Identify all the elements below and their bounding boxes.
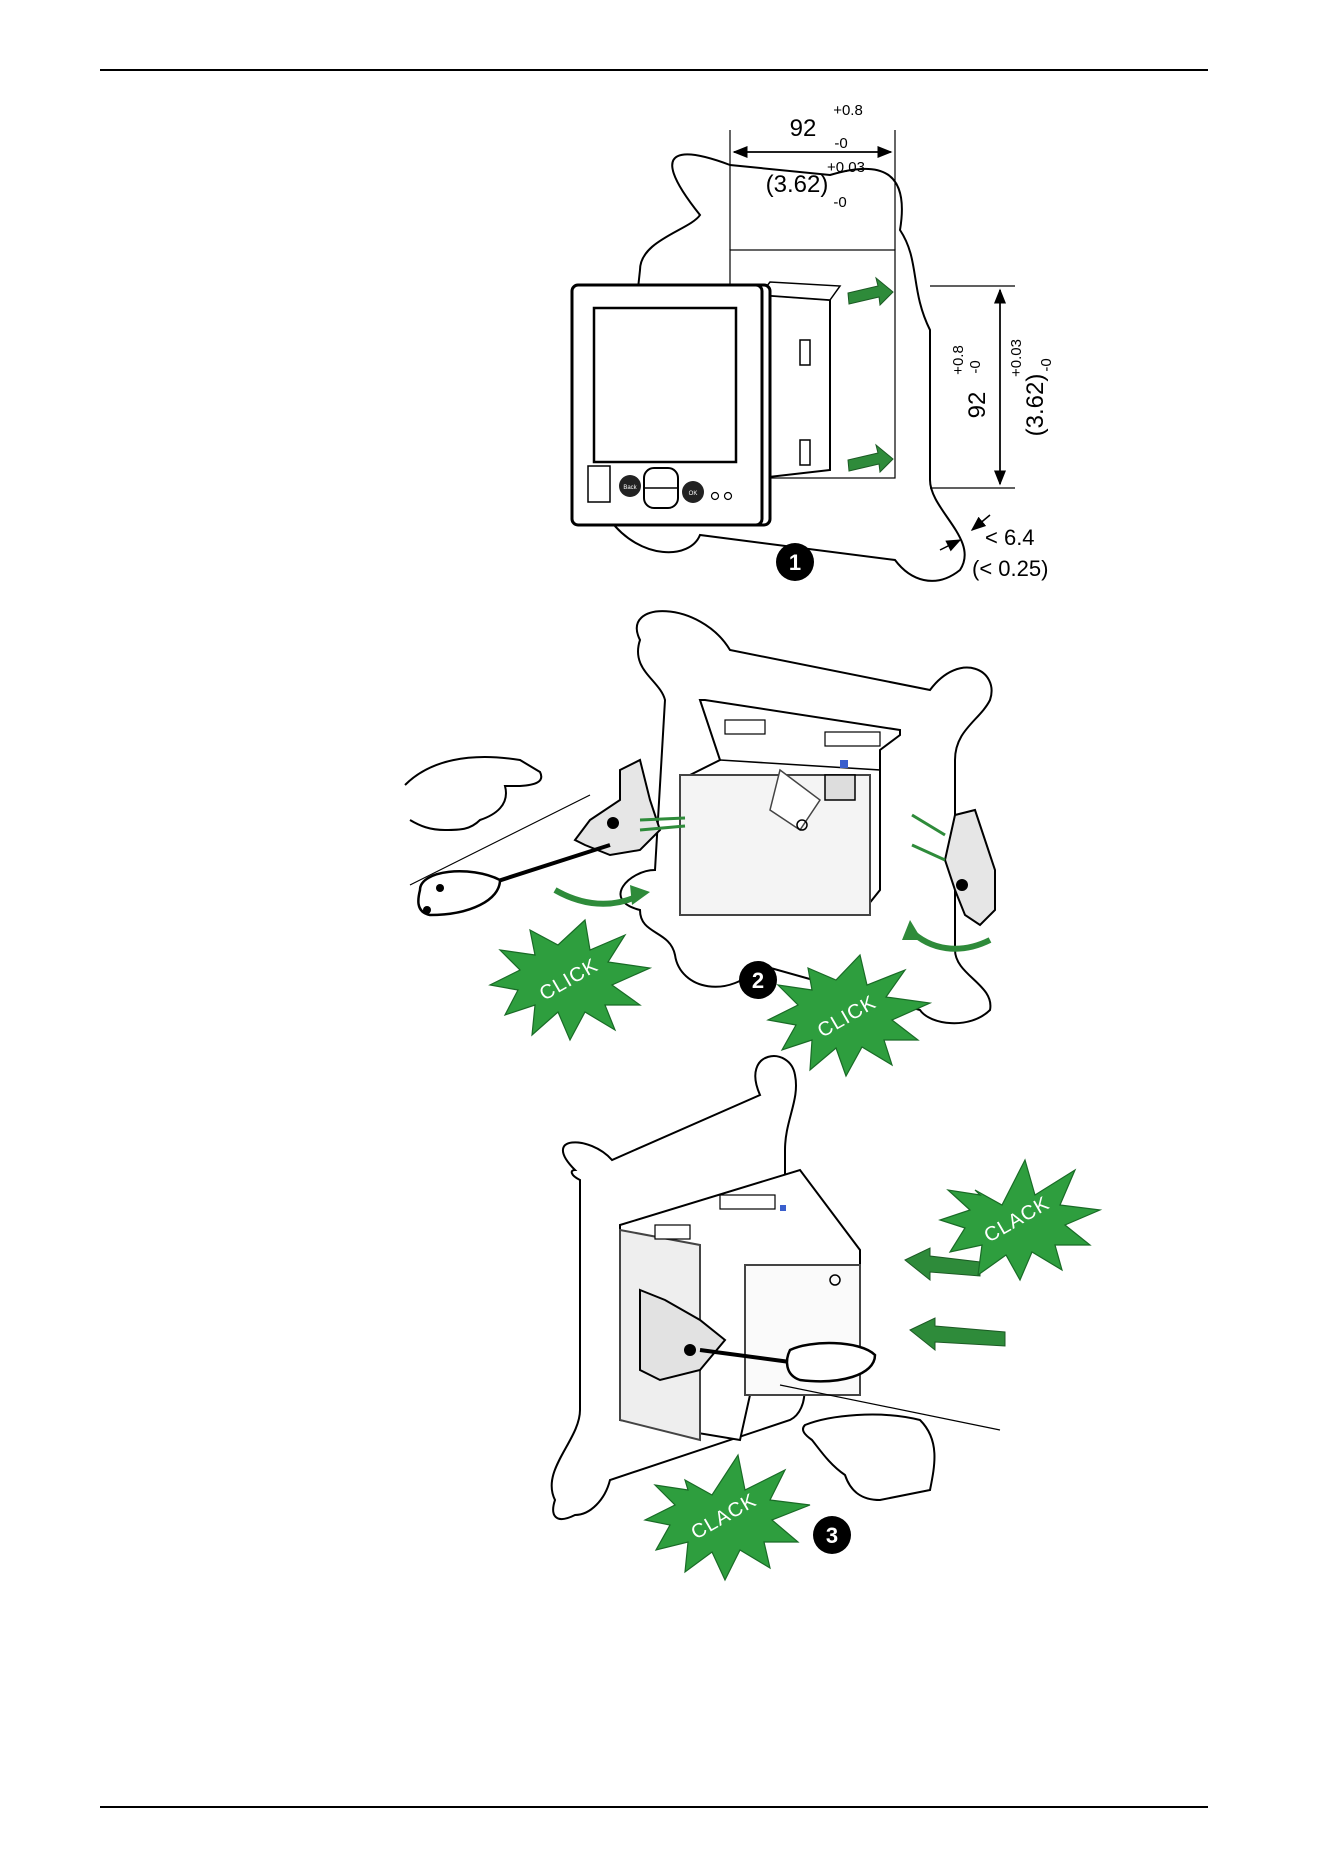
back-button-label: Back — [623, 485, 637, 491]
ok-button-label: OK — [689, 491, 698, 497]
blue-marker — [780, 1205, 786, 1211]
step-2-meter-body — [680, 700, 900, 915]
step-1-number: 1 — [789, 550, 801, 575]
thickness-in-value: (< 0.25) — [972, 556, 1048, 581]
width-mm-tol-minus: -0 — [834, 135, 847, 152]
width-in-tol-plus: +0.03 — [827, 159, 865, 176]
step-2-number: 2 — [752, 968, 764, 993]
step-2-badge: 2 — [739, 961, 777, 999]
height-in-tol-plus: +0.03 — [1008, 339, 1025, 377]
step-1-height-dimension: 92 +0.8 -0 (3.62) +0.03 -0 — [930, 286, 1055, 488]
height-mm-value: 92 — [964, 392, 991, 419]
step-3-number: 3 — [826, 1523, 838, 1548]
thickness-mm-value: < 6.4 — [985, 525, 1035, 550]
height-mm-tol-minus: -0 — [967, 360, 984, 373]
width-in-value: (3.62) — [766, 171, 829, 198]
height-in-value: (3.62) — [1022, 374, 1049, 437]
width-in-tol-minus: -0 — [833, 194, 846, 211]
step-2-click-burst-left: CLICK — [490, 920, 650, 1040]
width-mm-value: 92 — [790, 115, 817, 142]
blue-marker — [840, 760, 848, 768]
step-1-badge: 1 — [776, 543, 814, 581]
step-2-hand — [405, 757, 541, 830]
step-3-clack-burst-bottom: CLACK — [645, 1455, 810, 1580]
height-in-tol-minus: -0 — [1038, 358, 1055, 371]
step-3-badge: 3 — [813, 1516, 851, 1554]
height-mm-tol-plus: +0.8 — [950, 345, 967, 375]
step-3-hand — [803, 1415, 934, 1500]
width-mm-tol-plus: +0.8 — [833, 102, 863, 119]
